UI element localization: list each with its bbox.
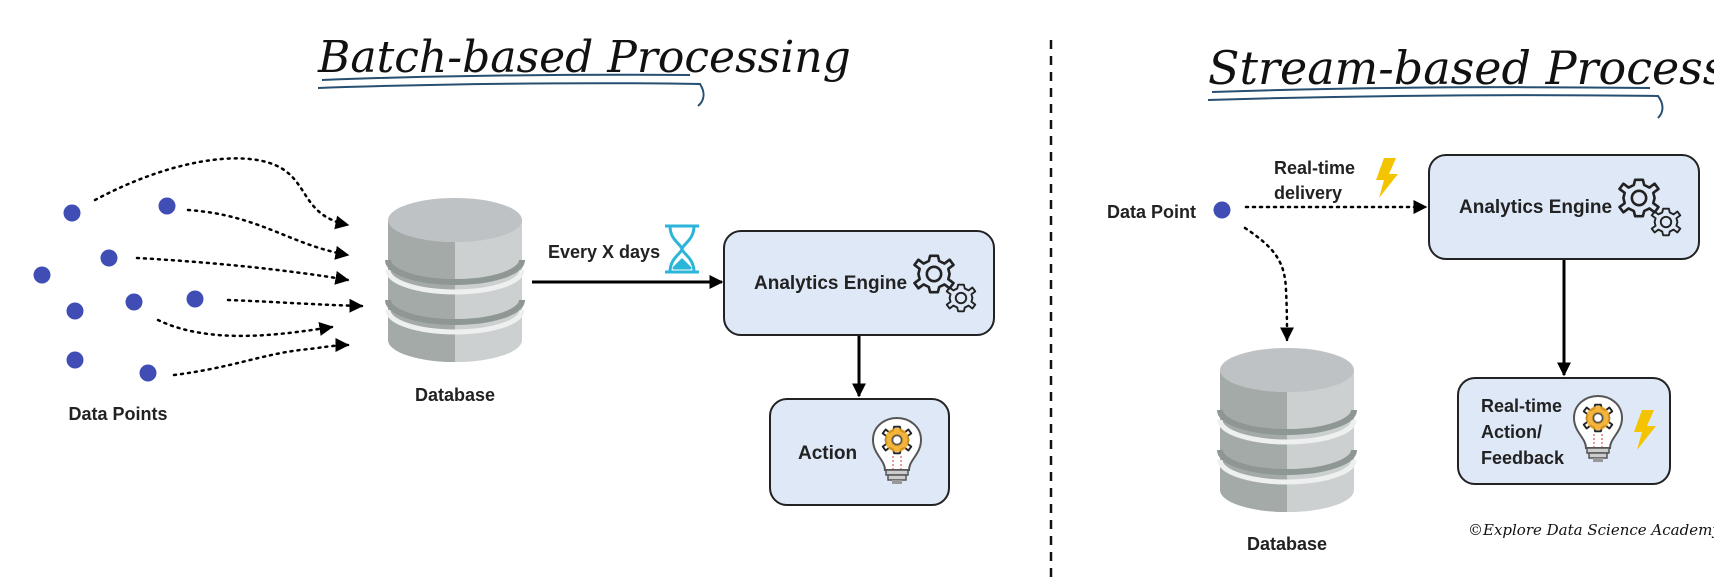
stream-action: Real-time Action/ Feedback bbox=[1457, 377, 1671, 485]
stream-database-label: Database bbox=[1247, 534, 1327, 554]
data-point-dot bbox=[125, 293, 143, 311]
ingest-arrow bbox=[93, 157, 350, 230]
batch-database-label: Database bbox=[415, 385, 495, 405]
batch-engine-label: Analytics Engine bbox=[754, 273, 907, 294]
database-icon bbox=[1217, 348, 1357, 512]
feedback-label-line3: Feedback bbox=[1481, 448, 1565, 468]
ingest-arrow bbox=[172, 338, 350, 377]
stream-title: Stream-based Processing bbox=[1208, 41, 1714, 95]
action-box bbox=[769, 398, 950, 506]
batch-data-points bbox=[33, 197, 204, 382]
action-label: Action bbox=[798, 443, 857, 464]
data-point-dot bbox=[186, 290, 204, 308]
stream-title-underline bbox=[1207, 86, 1664, 119]
feedback-label-line2: Action/ bbox=[1481, 422, 1542, 442]
data-points-label: Data Points bbox=[68, 404, 167, 424]
data-point-dot bbox=[66, 351, 84, 369]
batch-section: Batch-based Processing Data Points bbox=[33, 32, 995, 506]
data-point-dot bbox=[66, 302, 84, 320]
stream-to-database-arrow bbox=[1243, 226, 1294, 342]
ingest-arrow bbox=[156, 318, 334, 338]
engine-box bbox=[723, 230, 995, 336]
lightning-icon bbox=[1634, 410, 1656, 450]
batch-database bbox=[385, 198, 525, 362]
batch-analytics-engine: Analytics Engine bbox=[723, 230, 995, 336]
data-point-dot bbox=[63, 204, 81, 222]
data-point-dot bbox=[139, 364, 157, 382]
ingest-arrow bbox=[226, 298, 364, 313]
engine-box bbox=[1428, 154, 1700, 260]
data-point-dot bbox=[33, 266, 51, 284]
stream-database bbox=[1217, 348, 1357, 512]
hourglass-icon bbox=[665, 224, 699, 274]
batch-action: Action bbox=[769, 398, 950, 506]
delivery-label-line1: Real-time bbox=[1274, 158, 1355, 178]
delivery-label-line2: delivery bbox=[1274, 183, 1342, 203]
data-point-dot bbox=[158, 197, 176, 215]
credit-text: ©Explore Data Science Academy bbox=[1468, 521, 1714, 539]
batch-ingest-arrows bbox=[93, 157, 364, 377]
feedback-label-line1: Real-time bbox=[1481, 396, 1562, 416]
lightbulb-gear-icon bbox=[871, 416, 923, 484]
ingest-arrow bbox=[135, 256, 350, 285]
ingest-arrow bbox=[186, 208, 350, 260]
database-icon bbox=[385, 198, 525, 362]
data-point-dot bbox=[100, 249, 118, 267]
stream-data-point-dot bbox=[1213, 201, 1231, 219]
stream-data-point-label: Data Point bbox=[1107, 202, 1196, 222]
lightning-icon bbox=[1376, 158, 1398, 198]
stream-engine-label: Analytics Engine bbox=[1459, 197, 1612, 218]
batch-title-underline bbox=[317, 73, 705, 107]
stream-analytics-engine: Analytics Engine bbox=[1428, 154, 1700, 260]
lightbulb-gear-icon bbox=[1572, 394, 1624, 462]
interval-label: Every X days bbox=[548, 242, 660, 262]
stream-section: Stream-based Processing Data Point Real-… bbox=[1107, 41, 1714, 554]
